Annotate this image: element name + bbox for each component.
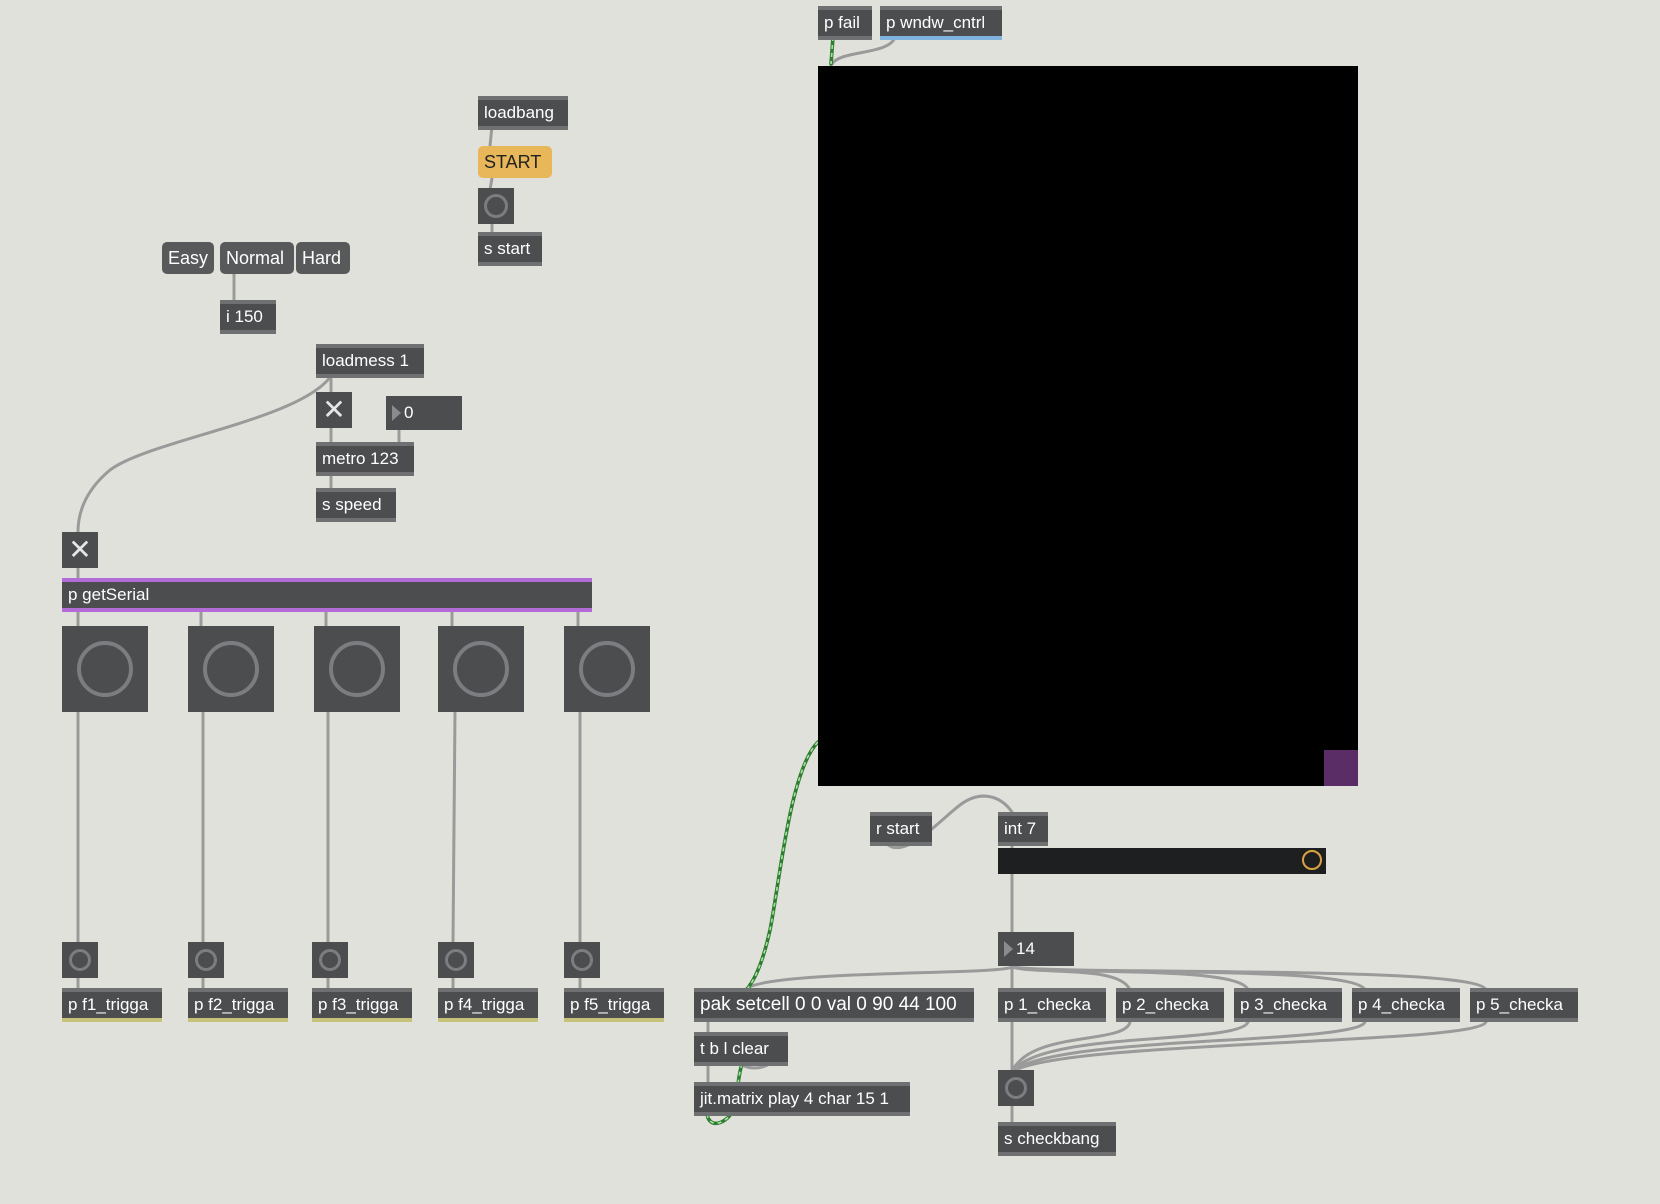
- check-bang[interactable]: [998, 1070, 1034, 1106]
- p-getserial-object[interactable]: p getSerial: [62, 578, 592, 612]
- send-start-object[interactable]: s start: [478, 232, 542, 266]
- start-bang[interactable]: [478, 188, 514, 224]
- trigger-bang-2[interactable]: [188, 942, 224, 978]
- p-f5-trigga-object[interactable]: p f5_trigga: [564, 988, 664, 1022]
- count-number-value: 14: [1016, 939, 1035, 958]
- receive-start-object[interactable]: r start: [870, 812, 932, 846]
- normal-message[interactable]: Normal: [220, 242, 294, 274]
- triangle-number-icon: [392, 405, 401, 421]
- serial-bang-3[interactable]: [314, 626, 400, 712]
- pak-setcell-object[interactable]: pak setcell 0 0 val 0 90 44 100: [694, 988, 974, 1022]
- bang-circle-icon: [203, 641, 259, 697]
- start-message[interactable]: START: [478, 146, 552, 178]
- x-toggle-icon[interactable]: ✕: [62, 532, 98, 568]
- int-150-object[interactable]: i 150: [220, 300, 276, 334]
- loadbang-object[interactable]: loadbang: [478, 96, 568, 130]
- p-2-checka-object[interactable]: p 2_checka: [1116, 988, 1224, 1022]
- bang-circle-icon: [69, 949, 91, 971]
- slider-knob[interactable]: [1302, 850, 1322, 870]
- trigger-bang-3[interactable]: [312, 942, 348, 978]
- bang-circle-icon: [453, 641, 509, 697]
- p-3-checka-object[interactable]: p 3_checka: [1234, 988, 1342, 1022]
- triangle-number-icon: [1004, 941, 1013, 957]
- p-f1-trigga-object[interactable]: p f1_trigga: [62, 988, 162, 1022]
- x-toggle-icon[interactable]: ✕: [316, 392, 352, 428]
- bang-circle-icon: [445, 949, 467, 971]
- p-f4-trigga-object[interactable]: p f4_trigga: [438, 988, 538, 1022]
- serial-bang-1[interactable]: [62, 626, 148, 712]
- int-7-object[interactable]: int 7: [998, 812, 1048, 846]
- metro-object[interactable]: metro 123: [316, 442, 414, 476]
- bang-circle-icon: [1005, 1077, 1027, 1099]
- serial-bang-4[interactable]: [438, 626, 524, 712]
- jit-matrix-object[interactable]: jit.matrix play 4 char 15 1: [694, 1082, 910, 1116]
- p-5-checka-object[interactable]: p 5_checka: [1470, 988, 1578, 1022]
- p-fail-object[interactable]: p fail: [818, 6, 872, 40]
- bang-circle-icon: [579, 641, 635, 697]
- serial-bang-2[interactable]: [188, 626, 274, 712]
- position-slider[interactable]: [998, 848, 1326, 874]
- hard-message[interactable]: Hard: [296, 242, 350, 274]
- jit-pwindow[interactable]: [818, 66, 1358, 786]
- bang-circle-icon: [484, 194, 508, 218]
- p-f2-trigga-object[interactable]: p f2_trigga: [188, 988, 288, 1022]
- metro-interval-number[interactable]: 0: [386, 396, 462, 430]
- p-1-checka-object[interactable]: p 1_checka: [998, 988, 1106, 1022]
- easy-message[interactable]: Easy: [162, 242, 214, 274]
- send-speed-object[interactable]: s speed: [316, 488, 396, 522]
- lit-matrix-cell: [1324, 750, 1358, 786]
- bang-circle-icon: [571, 949, 593, 971]
- p-wndw-cntrl-object[interactable]: p wndw_cntrl: [880, 6, 1002, 40]
- count-number[interactable]: 14: [998, 932, 1074, 966]
- trigger-bang-4[interactable]: [438, 942, 474, 978]
- bang-circle-icon: [195, 949, 217, 971]
- trigger-bang-1[interactable]: [62, 942, 98, 978]
- trigger-bang-5[interactable]: [564, 942, 600, 978]
- serial-bang-5[interactable]: [564, 626, 650, 712]
- send-checkbang-object[interactable]: s checkbang: [998, 1122, 1116, 1156]
- trigger-bang-list-clear-object[interactable]: t b l clear: [694, 1032, 788, 1066]
- loadmess-object[interactable]: loadmess 1: [316, 344, 424, 378]
- metro-number-value: 0: [404, 403, 414, 422]
- p-4-checka-object[interactable]: p 4_checka: [1352, 988, 1460, 1022]
- p-f3-trigga-object[interactable]: p f3_trigga: [312, 988, 412, 1022]
- bang-circle-icon: [77, 641, 133, 697]
- bang-circle-icon: [319, 949, 341, 971]
- bang-circle-icon: [329, 641, 385, 697]
